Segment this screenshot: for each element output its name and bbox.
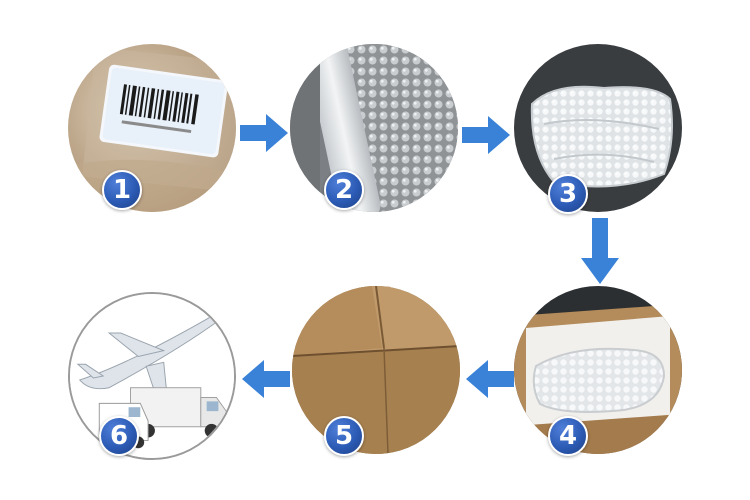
step-2-badge: 2 xyxy=(324,170,364,210)
step-6-badge: 6 xyxy=(99,416,139,456)
barcode-label-bag-icon xyxy=(68,44,236,212)
step-4-image xyxy=(514,286,682,454)
airplane-and-trucks-icon xyxy=(70,294,234,458)
step-3-badge: 3 xyxy=(548,174,588,214)
sealed-carton-icon xyxy=(292,286,460,454)
step-1-image xyxy=(68,44,236,212)
step-3-image xyxy=(514,44,682,212)
step-2-image xyxy=(290,44,458,212)
arrow-down-3-to-4 xyxy=(581,218,619,284)
arrow-left-5-to-6 xyxy=(242,360,290,398)
step-5-badge: 5 xyxy=(324,416,364,456)
arrow-left-4-to-5 xyxy=(466,360,514,398)
step-5-image xyxy=(292,286,460,454)
arrow-right-1-to-2 xyxy=(240,114,288,152)
bubble-wrapped-package-icon xyxy=(514,44,682,212)
package-in-box-icon xyxy=(514,286,682,454)
step-6-image xyxy=(68,292,236,460)
arrow-right-2-to-3 xyxy=(462,116,510,154)
step-1-badge: 1 xyxy=(102,170,142,210)
bubble-wrap-roll-icon xyxy=(290,44,458,212)
step-4-badge: 4 xyxy=(548,416,588,456)
